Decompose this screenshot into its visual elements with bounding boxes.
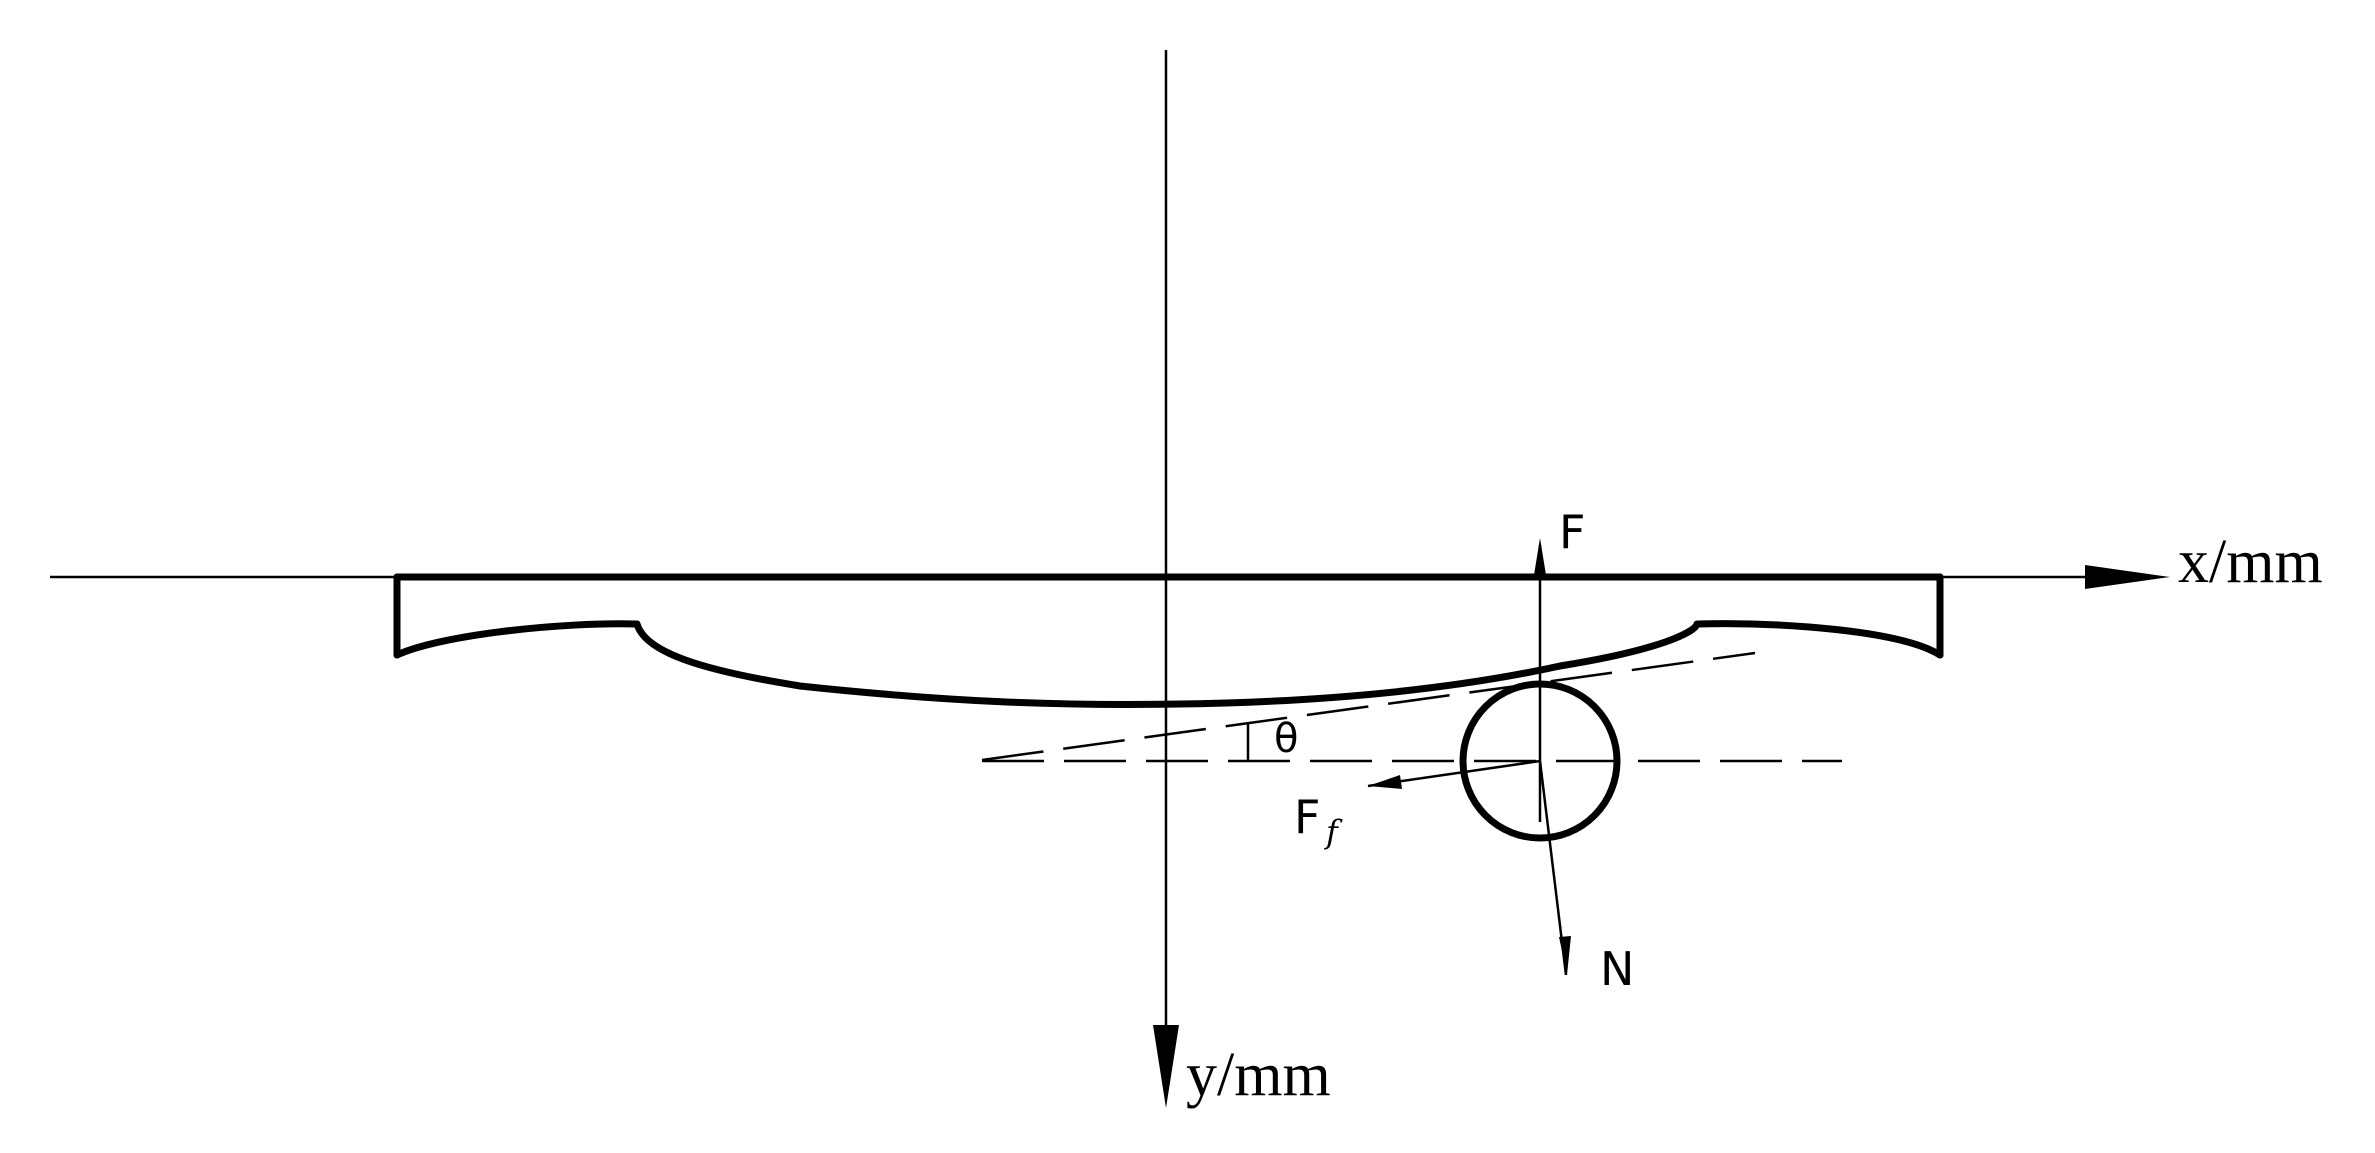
friction-force-subscript: f — [1324, 813, 1343, 851]
normal-force-label: N — [1600, 942, 1634, 996]
normal-force: N — [1538, 760, 1634, 996]
friction-force-label: F — [1294, 790, 1320, 844]
normal-force-arrowhead — [1559, 936, 1571, 975]
y-axis-label: y/mm — [1186, 1041, 1331, 1109]
y-axis: y/mm — [1153, 50, 1331, 1109]
force-f-arrowhead — [1534, 538, 1546, 575]
force-f-label: F — [1559, 505, 1585, 559]
force-f: F — [1534, 505, 1585, 822]
angle-theta-label: θ — [1274, 716, 1298, 762]
friction-force: F f — [1294, 759, 1541, 851]
tangent-line — [981, 651, 1756, 762]
friction-force-arrowhead — [1368, 775, 1402, 789]
x-axis: x/mm — [50, 528, 2323, 596]
y-axis-arrowhead — [1153, 1025, 1179, 1108]
x-axis-label: x/mm — [2178, 528, 2323, 596]
plate-profile — [393, 573, 1944, 708]
x-axis-arrowhead — [2085, 565, 2170, 589]
plate-bottom-contour — [393, 620, 1944, 708]
